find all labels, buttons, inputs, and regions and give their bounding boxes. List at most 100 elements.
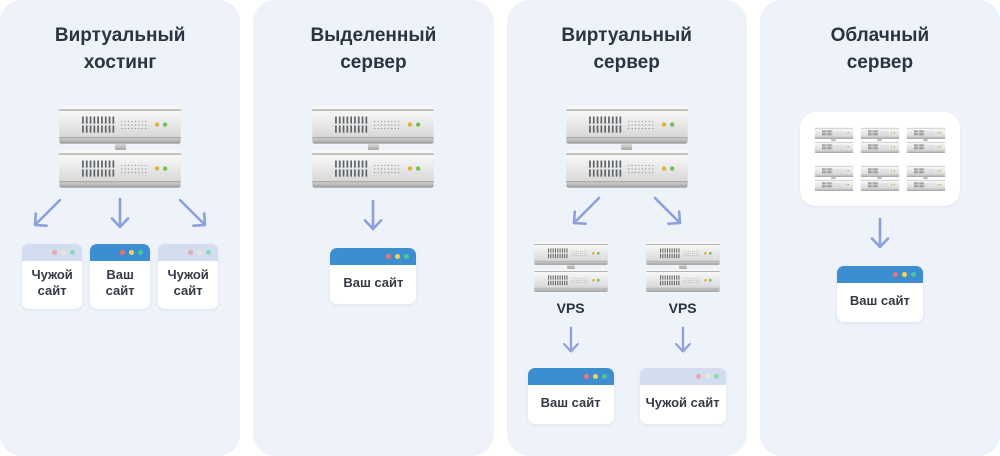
window-dot-red-icon: [386, 254, 392, 259]
arrow-down-left-icon: [563, 194, 607, 234]
panel-cloud-server: Облачный сервер: [759, 0, 1000, 456]
mini-server-icon: [814, 165, 854, 191]
mini-server-icon: [860, 127, 900, 153]
server-connector: [566, 265, 575, 269]
panel-shared-hosting: Виртуальный хостинг Чужой сайт: [0, 0, 241, 456]
vps-column-other: VPS Чужой сайт: [639, 242, 726, 424]
vps-label: VPS: [668, 300, 697, 316]
window-dot-red-icon: [583, 374, 589, 379]
server-connector: [831, 177, 837, 179]
window-dot-red-icon: [120, 250, 126, 255]
site-label: Чужой сайт: [31, 267, 73, 298]
browser-window-your-site: Ваш сайт: [330, 248, 417, 304]
window-dot-green-icon: [910, 272, 916, 277]
browser-titlebar: [90, 244, 151, 261]
window-dot-green-icon: [601, 374, 607, 379]
server-unit-icon: [309, 150, 437, 188]
arrow-group: [563, 194, 691, 234]
mini-server-icon: [814, 127, 854, 153]
browser-window-your-site: Ваш сайт: [527, 368, 614, 424]
window-dot-yellow-icon: [901, 272, 907, 277]
server-unit-icon: [56, 106, 184, 144]
browser-window-other-site: Чужой сайт: [639, 368, 726, 424]
mini-server-icon: [860, 165, 900, 191]
browser-window-your-site: Ваш сайт: [90, 244, 151, 309]
panel-dedicated-server: Выделенный сервер Ваш сайт: [253, 0, 494, 456]
server-connector: [367, 144, 379, 150]
site-label: Ваш сайт: [343, 275, 404, 290]
server-unit-icon: [532, 242, 610, 265]
server-unit-icon: [860, 127, 900, 139]
site-label: Ваш сайт: [105, 267, 135, 298]
window-dot-yellow-icon: [395, 254, 401, 259]
window-dot-yellow-icon: [197, 250, 203, 255]
server-connector: [621, 144, 633, 150]
site-windows-row: Чужой сайт Ваш сайт Чужой сайт: [22, 244, 219, 309]
window-dot-green-icon: [70, 250, 76, 255]
window-dot-red-icon: [695, 374, 701, 379]
site-label: Ваш сайт: [540, 395, 601, 410]
arrow-down-icon: [554, 324, 588, 360]
server-unit-icon: [906, 179, 946, 191]
server-unit-icon: [860, 141, 900, 153]
browser-titlebar: [527, 368, 614, 385]
server-unit-icon: [906, 165, 946, 177]
panel-title: Виртуальный сервер: [561, 25, 692, 73]
vps-columns: VPS Ваш сайт VPS: [527, 242, 726, 424]
server-connector: [114, 144, 126, 150]
server-unit-icon: [644, 242, 722, 265]
server-unit-icon: [309, 106, 437, 144]
site-label: Чужой сайт: [645, 395, 720, 410]
panel-title: Облачный сервер: [830, 25, 930, 73]
vps-server-icon: [532, 242, 610, 292]
browser-titlebar: [330, 248, 417, 265]
site-label: Ваш сайт: [849, 293, 910, 308]
arrow-down-icon: [100, 196, 140, 236]
vps-server-icon: [644, 242, 722, 292]
browser-titlebar: [836, 266, 923, 283]
server-unit-icon: [906, 141, 946, 153]
browser-titlebar: [22, 244, 83, 261]
server-connector: [877, 139, 883, 141]
server-unit-icon: [814, 179, 854, 191]
browser-window-your-site: Ваш сайт: [836, 266, 923, 322]
panel-title: Виртуальный хостинг: [54, 25, 186, 73]
server-rack-icon: [309, 106, 437, 188]
window-dot-yellow-icon: [592, 374, 598, 379]
arrow-down-left-icon: [24, 196, 68, 236]
arrow-down-icon: [860, 216, 900, 256]
server-connector: [831, 139, 837, 141]
window-dot-green-icon: [713, 374, 719, 379]
server-connector: [923, 139, 929, 141]
window-dot-green-icon: [404, 254, 410, 259]
server-unit-icon: [860, 165, 900, 177]
panel-virtual-server: Виртуальный сервер VPS: [506, 0, 747, 456]
window-dot-red-icon: [892, 272, 898, 277]
mini-server-icon: [906, 165, 946, 191]
server-unit-icon: [814, 127, 854, 139]
browser-titlebar: [639, 368, 726, 385]
server-connector: [678, 265, 687, 269]
window-dot-red-icon: [188, 250, 194, 255]
server-unit-icon: [860, 179, 900, 191]
arrow-down-right-icon: [647, 194, 691, 234]
window-dot-yellow-icon: [704, 374, 710, 379]
server-unit-icon: [906, 127, 946, 139]
browser-window-other-site: Чужой сайт: [22, 244, 83, 309]
vps-label: VPS: [556, 300, 585, 316]
window-dot-green-icon: [138, 250, 144, 255]
vps-column-your: VPS Ваш сайт: [527, 242, 614, 424]
arrow-group: [24, 196, 216, 236]
server-unit-icon: [644, 269, 722, 292]
arrow-down-icon: [666, 324, 700, 360]
server-rack-icon: [56, 106, 184, 188]
server-unit-icon: [56, 150, 184, 188]
server-unit-icon: [563, 106, 691, 144]
window-dot-red-icon: [52, 250, 58, 255]
server-unit-icon: [532, 269, 610, 292]
arrow-down-right-icon: [172, 196, 216, 236]
window-dot-yellow-icon: [129, 250, 135, 255]
server-connector: [923, 177, 929, 179]
mini-server-icon: [906, 127, 946, 153]
window-dot-green-icon: [206, 250, 212, 255]
